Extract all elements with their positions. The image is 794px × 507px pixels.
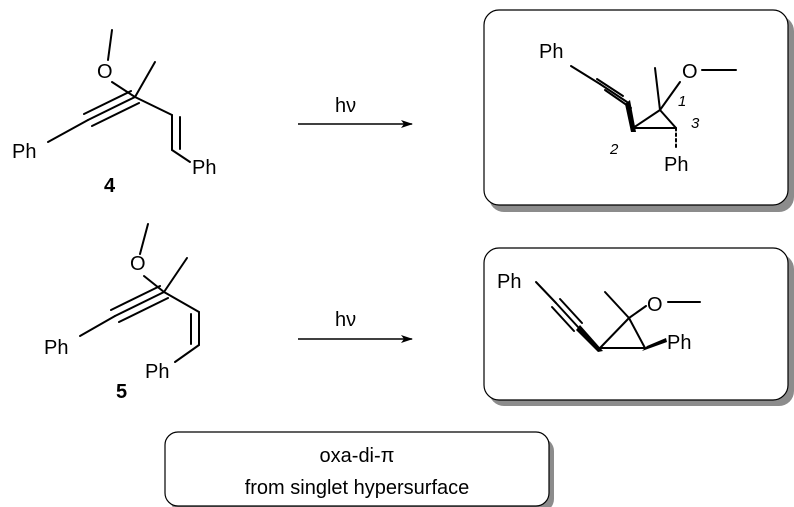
note-line-2: from singlet hypersurface — [245, 477, 470, 499]
phenyl-alkyne-label-5: Ph — [44, 337, 68, 359]
reaction-arrow-2: hν — [298, 309, 413, 343]
reactant-5: O Ph Ph 5 — [44, 223, 200, 403]
hv-label-1: hν — [335, 95, 356, 117]
methoxy-oxygen-label: O — [97, 61, 113, 83]
compound-5-label: 5 — [116, 381, 127, 403]
wedge-bond-2 — [576, 325, 603, 352]
product-2-phenyl-alkyne: Ph — [497, 271, 521, 293]
locant-1: 1 — [678, 93, 686, 110]
product-1-phenyl-alkyne: Ph — [539, 41, 563, 63]
wedge-bond-1 — [625, 100, 636, 132]
wedge-bond-3 — [642, 338, 667, 351]
phenyl-alkyne-label: Ph — [12, 141, 36, 163]
phenyl-alkene-label: Ph — [192, 157, 216, 179]
reaction-arrow-1: hν — [298, 95, 413, 128]
product-1-methoxy-oxygen: O — [682, 61, 698, 83]
product-2-phenyl-ring: Ph — [667, 332, 691, 354]
hv-label-2: hν — [335, 309, 356, 331]
phenyl-alkene-label-5: Ph — [145, 361, 169, 383]
note-line-1: oxa-di-π — [320, 445, 395, 467]
reactant-4: O Ph Ph 4 — [12, 29, 216, 197]
compound-4-label: 4 — [104, 175, 116, 197]
mechanism-note-box: oxa-di-π from singlet hypersurface — [164, 431, 554, 507]
product-cyclopropane-1: O Ph Ph 1 2 3 — [539, 41, 737, 176]
product-2-methoxy-oxygen: O — [647, 294, 663, 316]
product-box-2 — [483, 247, 794, 406]
methoxy-oxygen-label-5: O — [130, 253, 146, 275]
locant-2: 2 — [609, 141, 619, 158]
product-box-1 — [483, 9, 794, 212]
locant-3: 3 — [691, 115, 700, 132]
product-cyclopropane-2: O Ph Ph — [497, 271, 701, 354]
product-1-phenyl-ring: Ph — [664, 154, 688, 176]
